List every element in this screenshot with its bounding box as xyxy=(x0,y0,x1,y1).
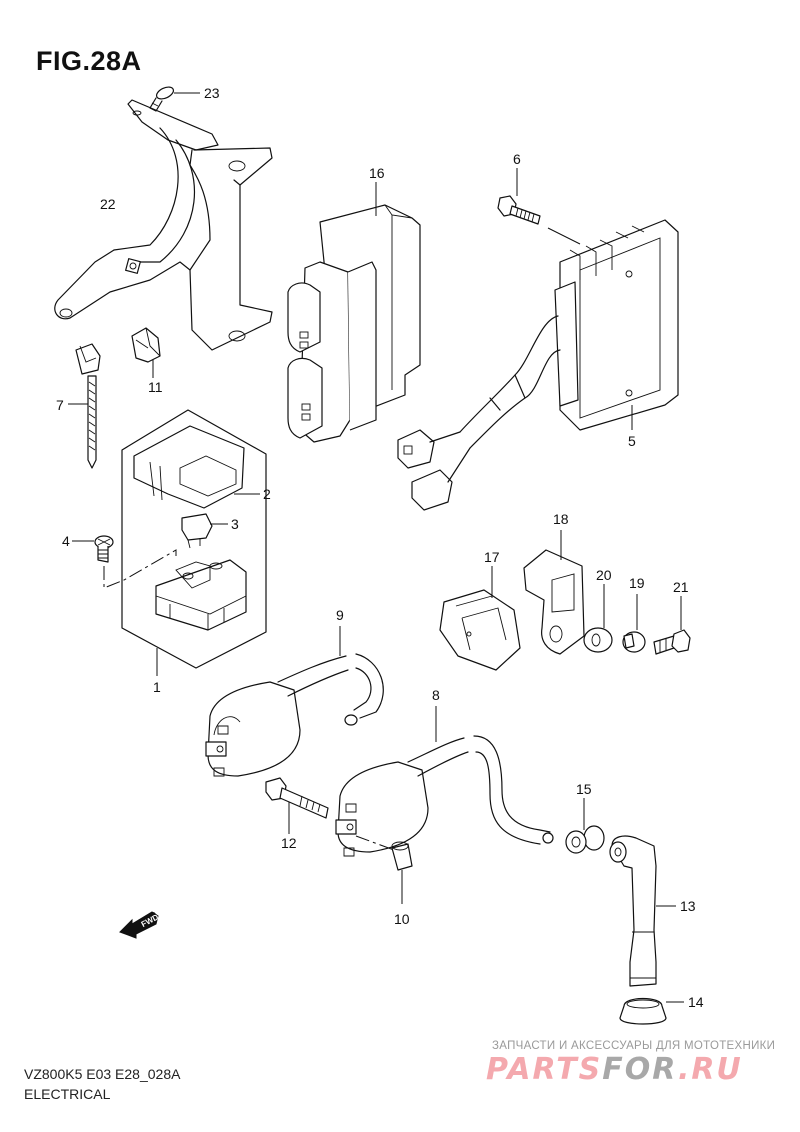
callout-11[interactable]: 11 xyxy=(148,379,163,395)
part-6-regulator-bolt[interactable] xyxy=(497,168,581,245)
arrow-left-icon: FWD xyxy=(119,911,160,939)
callout-14[interactable]: 14 xyxy=(688,994,704,1010)
part-23-bracket-screw[interactable] xyxy=(149,85,200,112)
callout-2[interactable]: 2 xyxy=(263,486,271,502)
part-20-bracket-cushion[interactable] xyxy=(583,584,613,653)
callout-18[interactable]: 18 xyxy=(553,511,569,527)
callout-8[interactable]: 8 xyxy=(432,687,440,703)
watermark-logo[interactable]: PARTSFOR.RU xyxy=(486,1052,743,1087)
callout-17[interactable]: 17 xyxy=(484,549,500,565)
callout-7[interactable]: 7 xyxy=(56,397,64,413)
callout-16[interactable]: 16 xyxy=(369,165,385,181)
part-13-plug-cap[interactable] xyxy=(609,835,676,987)
watermark-logo-ru: .RU xyxy=(677,1052,743,1087)
watermark-logo-parts: PARTS xyxy=(486,1052,603,1087)
part-9-ignition-coil-front[interactable] xyxy=(205,626,384,777)
callout-10[interactable]: 10 xyxy=(394,911,410,927)
callout-15[interactable]: 15 xyxy=(576,781,592,797)
callout-3[interactable]: 3 xyxy=(231,516,239,532)
callout-1[interactable]: 1 xyxy=(153,679,161,695)
part-14-plug-cap-seal[interactable] xyxy=(619,997,684,1025)
watermark-tagline: ЗАПЧАСТИ И АКСЕССУАРЫ ДЛЯ МОТОТЕХНИКИ xyxy=(492,1040,776,1052)
part-22-ecm-bracket[interactable] xyxy=(54,99,273,351)
figure-title: FIG.28A xyxy=(36,46,142,76)
callout-12[interactable]: 12 xyxy=(281,835,297,851)
part-1-starter-relay-assembly[interactable] xyxy=(121,409,267,676)
callout-21[interactable]: 21 xyxy=(673,579,689,595)
model-code: VZ800K5 E03 E28_028A xyxy=(24,1066,181,1082)
callout-13[interactable]: 13 xyxy=(680,898,696,914)
part-15-lead-grommet[interactable] xyxy=(565,798,605,854)
part-8-ignition-coil-rear[interactable] xyxy=(335,706,554,857)
forward-direction-marker: FWD xyxy=(118,906,162,945)
part-12-coil-bolt[interactable] xyxy=(265,777,329,834)
part-7-cable-tie[interactable] xyxy=(68,343,101,469)
callout-9[interactable]: 9 xyxy=(336,607,344,623)
part-19-bracket-collar[interactable] xyxy=(622,594,646,653)
section-name: ELECTRICAL xyxy=(24,1086,111,1102)
watermark-logo-for: FOR xyxy=(602,1052,678,1087)
part-17-relay-unit[interactable] xyxy=(439,566,521,671)
callout-23[interactable]: 23 xyxy=(204,85,220,101)
callout-6[interactable]: 6 xyxy=(513,151,521,167)
part-11-wire-clamp[interactable] xyxy=(131,327,161,378)
part-2-relay-cover[interactable] xyxy=(133,425,260,509)
part-10-coil-spacer[interactable] xyxy=(355,835,413,904)
callout-20[interactable]: 20 xyxy=(596,567,612,583)
callout-5[interactable]: 5 xyxy=(628,433,636,449)
part-16-ecm-igniter[interactable] xyxy=(287,182,421,443)
part-1-relay-body xyxy=(155,559,247,631)
callout-22[interactable]: 22 xyxy=(100,196,116,212)
part-21-bracket-bolt[interactable] xyxy=(653,596,691,655)
callout-4[interactable]: 4 xyxy=(62,533,70,549)
part-4-relay-screw[interactable] xyxy=(72,535,177,589)
part-18-relay-bracket[interactable] xyxy=(523,530,585,655)
part-5-regulator-rectifier[interactable] xyxy=(397,219,679,511)
callout-19[interactable]: 19 xyxy=(629,575,645,591)
part-3-fuse[interactable] xyxy=(181,513,228,549)
